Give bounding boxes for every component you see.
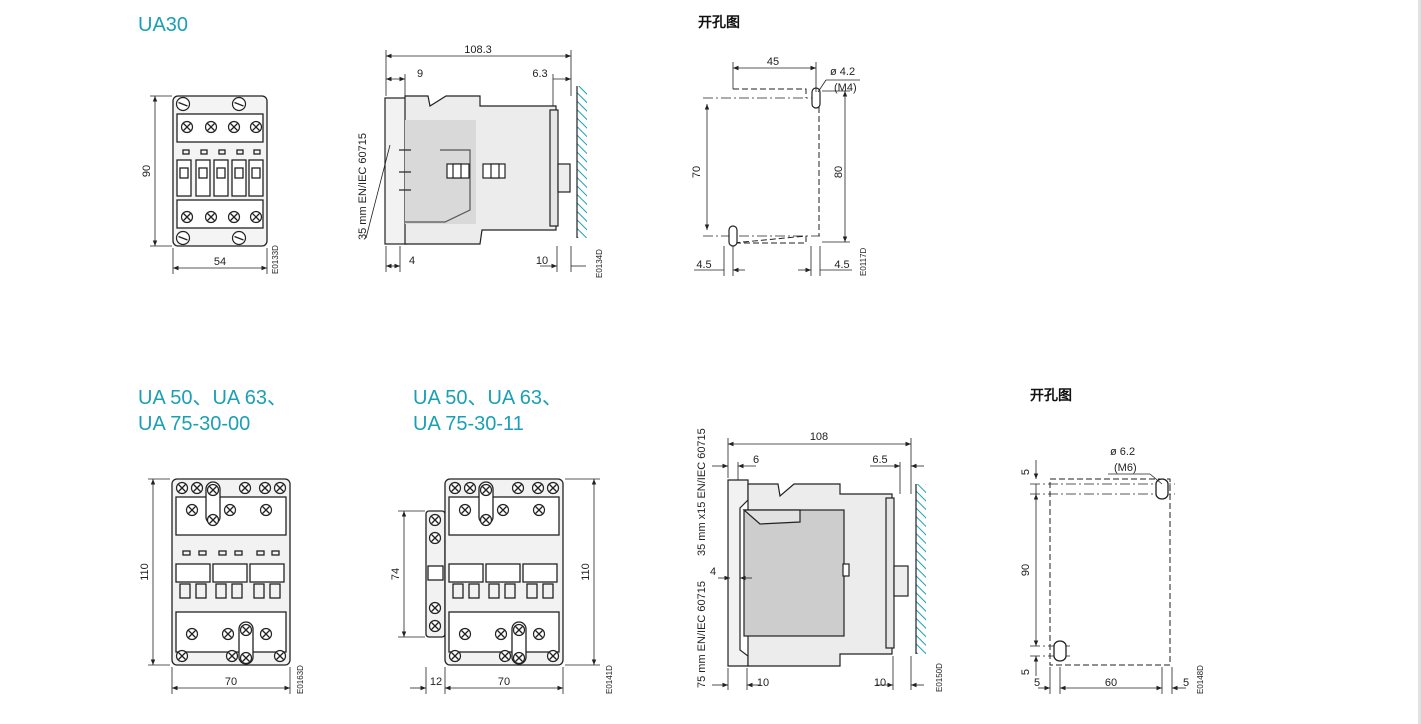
ua30-side-dims (365, 50, 586, 272)
ua50-cutout-drawing (1030, 478, 1175, 666)
ua30-cutout-margin-left: 4.5 (696, 259, 711, 271)
ua50-cutout-dims (1033, 460, 1186, 694)
ua50-side-rail-bottom: 75 mm EN/IEC 60715 (696, 581, 708, 688)
ua30-width-label: 54 (214, 256, 226, 268)
ua50-cutout-top: 5 (1020, 469, 1032, 475)
ua30-rail-label: 35 mm EN/IEC 60715 (357, 133, 369, 240)
ua50-side-bottom-right-label: 10 (874, 677, 886, 689)
heading-cutout-2: 开孔图 (1030, 388, 1072, 404)
ua50-height-label: 110 (139, 563, 151, 581)
ua30-depth-label: 108.3 (464, 44, 492, 56)
ua30-side-code: E0134D (595, 249, 604, 278)
ua30-bottom-left-label: 4 (409, 255, 415, 267)
ua50-aux-overall-height-label: 110 (580, 563, 592, 581)
ua50-aux-front-dims (398, 478, 600, 694)
ua30-cutout-overall-y: 80 (833, 166, 845, 178)
ua50-width-label: 70 (225, 676, 237, 688)
ua50-cutout-hole-dia: ø 6.2 (1110, 446, 1135, 458)
ua30-cutout-spacing-x: 45 (767, 56, 779, 68)
ua50-cutout-code: E0148D (1196, 665, 1205, 694)
ua50-side-view (727, 479, 926, 667)
title-ua50-63-75-30-00: UA 50、UA 63、 UA 75-30-00 (138, 387, 287, 435)
ua30-front-offset-label: 9 (417, 68, 423, 80)
ua50-aux-height-label: 74 (390, 568, 402, 580)
ua50-aux-main-width-label: 70 (498, 676, 510, 688)
ua30-cutout-hole-dia: ø 4.2 (830, 66, 855, 78)
ua30-cutout-spacing-y: 70 (691, 166, 703, 178)
ua50-front-dims (148, 478, 291, 694)
ua50-side-dims (712, 438, 924, 690)
ua50-aux-width-label: 12 (430, 676, 442, 688)
page-edge (1418, 0, 1421, 724)
heading-cutout-1: 开孔图 (698, 15, 740, 31)
ua30-bottom-right-label: 10 (536, 255, 548, 267)
ua50-side-rear-gap-label: 6.5 (872, 454, 887, 466)
ua50-aux-front-code: E0141D (605, 665, 614, 694)
ua50-cutout-bottom: 5 (1020, 669, 1032, 675)
ua30-height-label: 90 (141, 165, 153, 177)
ua50-cutout-margin-right: 5 (1183, 677, 1189, 689)
ua50-side-offset-label: 4 (710, 566, 716, 578)
ua30-cutout-drawing (703, 87, 821, 247)
ua30-cutout-margin-right: 4.5 (834, 259, 849, 271)
ua50-side-front-offset-label: 6 (753, 454, 759, 466)
ua50-side-rail-top: 35 mm x15 EN/IEC 60715 (696, 428, 708, 556)
title-ua30: UA30 (138, 14, 189, 36)
ua50-aux-front-view (425, 478, 564, 666)
ua30-cutout-code: E0117D (859, 247, 868, 276)
ua50-side-bottom-left-label: 10 (757, 677, 769, 689)
ua50-side-depth-label: 108 (810, 431, 828, 443)
ua50-cutout-margin-left: 5 (1034, 677, 1040, 689)
ua30-cutout-screw: (M4) (834, 82, 857, 94)
ua30-rear-gap-label: 6.3 (532, 68, 547, 80)
ua50-front-view (171, 478, 291, 666)
ua30-side-view (384, 86, 587, 245)
ua30-cutout-dims (694, 62, 860, 276)
ua50-front-code: E0163D (296, 665, 305, 694)
ua30-front-view (172, 95, 268, 247)
title-ua50-63-75-30-11: UA 50、UA 63、 UA 75-30-11 (413, 387, 562, 435)
ua50-cutout-spacing-y: 90 (1020, 564, 1032, 576)
ua50-cutout-screw: (M6) (1114, 462, 1137, 474)
ua50-cutout-spacing-x: 60 (1105, 677, 1117, 689)
ua50-side-code: E0150D (935, 663, 944, 692)
ua30-front-code: E0133D (271, 245, 280, 274)
ua30-front-dims (150, 95, 268, 274)
